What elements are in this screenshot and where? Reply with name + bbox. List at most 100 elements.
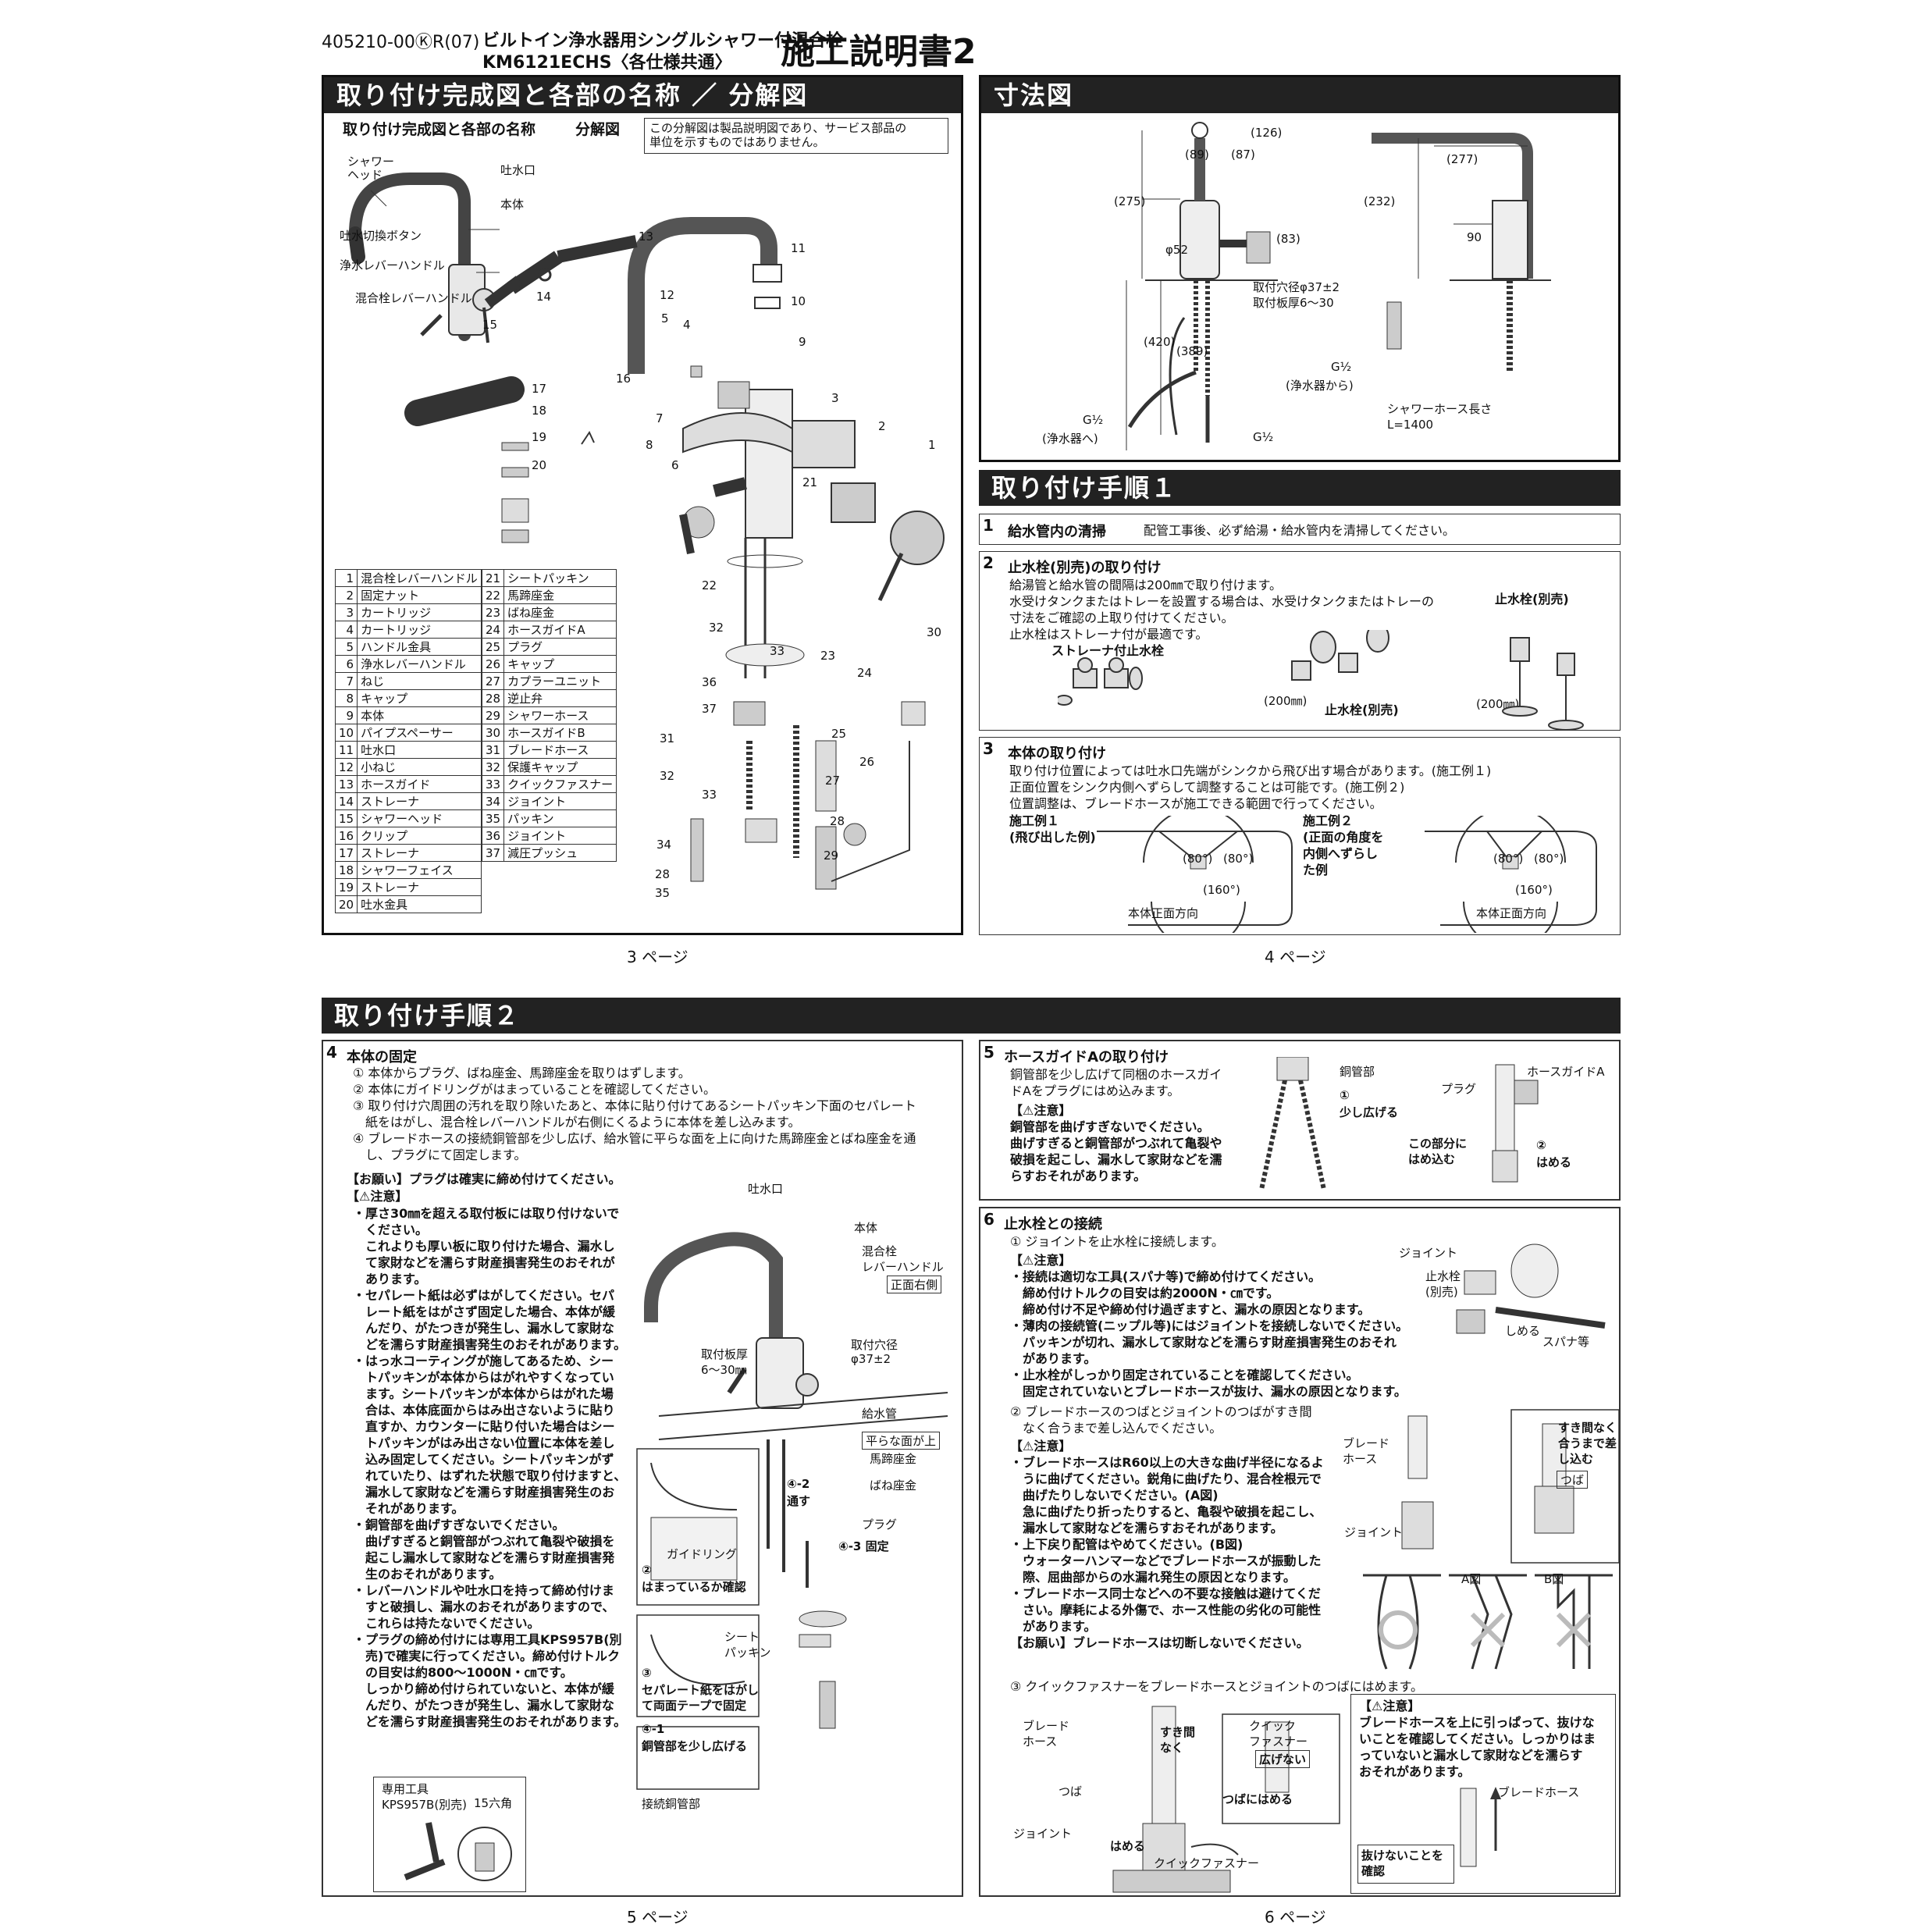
- text-line: 込み固定してください。シートパッキンがず: [353, 1452, 614, 1467]
- part-number: 26: [481, 655, 505, 673]
- text-line: 合は、本体底面からはみ出さないように貼り: [353, 1403, 615, 1418]
- text-line: ・銅管部を曲げすぎないでください。: [353, 1517, 565, 1532]
- part-name: ストレーナ: [357, 878, 482, 896]
- text-line: んだり、がたつきが発生し、漏水して家財な: [353, 1698, 614, 1713]
- callout-28: 28: [830, 814, 845, 828]
- callout-25: 25: [831, 727, 847, 741]
- inset-guide-ring: [636, 1448, 760, 1790]
- text-line: ・セパレート紙は必ずはがしてください。セパ: [353, 1288, 615, 1303]
- callout-7: 7: [656, 411, 664, 425]
- text-line: ・ブレードホースはR60以上の大きな曲げ半径になるよ: [1010, 1455, 1324, 1470]
- text-line: それがあります。: [353, 1501, 464, 1516]
- part-name: 固定ナット: [357, 586, 482, 604]
- callout-27: 27: [825, 774, 841, 788]
- label-shower-head: シャワー ヘッド: [347, 155, 395, 182]
- step-1-box: 1 給水管内の清掃 配管工事後、必ず給湯・給水管内を清掃してください。: [979, 514, 1621, 545]
- callout-13: 13: [639, 229, 654, 244]
- step-2-box: 2 止水栓(別売)の取り付け 給湯管と給水管の間隔は200㎜で取り付けます。 水…: [979, 551, 1621, 731]
- step-3-box: 3 本体の取り付け 取り付け位置によっては吐水口先端がシンクから飛び出す場合があ…: [979, 737, 1621, 935]
- dim-420: (420): [1144, 335, 1176, 349]
- part-number: 20: [334, 895, 358, 913]
- part-number: 9: [334, 706, 358, 724]
- page-3-panel: 取り付け完成図と各部の名称 ／ 分解図 取り付け完成図と各部の名称 分解図 この…: [322, 75, 963, 935]
- text-line: があります。: [1010, 1351, 1097, 1366]
- text-line: ・はっ水コーティングが施してあるため、シー: [353, 1354, 614, 1368]
- part-name: キャップ: [503, 655, 617, 673]
- part-number: 25: [481, 638, 505, 656]
- exploded-drawing: [404, 217, 945, 890]
- callout-32b: 32: [660, 769, 675, 783]
- angle-80-d: (80°): [1534, 852, 1564, 866]
- text-line: て家財などを濡らす財産損害発生のおそれが: [353, 1255, 615, 1270]
- part-name: ばね座金: [503, 603, 617, 621]
- angle-160-b: (160°): [1515, 883, 1553, 897]
- step-6-request: 【お願い】ブレードホースは切断しないでください。: [1010, 1635, 1309, 1650]
- callout-22: 22: [702, 578, 717, 592]
- callout-2: 2: [878, 419, 886, 433]
- page-4-number: 4 ページ: [1265, 948, 1326, 966]
- hose-guide-drawing: [1259, 1057, 1539, 1190]
- part-number: 24: [481, 621, 505, 639]
- dim-83: (83): [1276, 232, 1300, 246]
- part-number: 4: [334, 621, 358, 639]
- callout-3: 3: [831, 391, 839, 405]
- part-name: カプラーユニット: [503, 672, 617, 690]
- part-number: 21: [481, 569, 505, 587]
- text-line: ください。: [353, 1222, 429, 1237]
- bend-figures: [1363, 1574, 1613, 1670]
- part-number: 1: [334, 569, 358, 587]
- do-not-spread-tag: 広げない: [1255, 1750, 1311, 1768]
- callout-34: 34: [656, 838, 672, 852]
- text-line: 生のおそれがあります。: [353, 1567, 502, 1582]
- step-6-box: 6 止水栓との接続 ① ジョイントを止水栓に接続します。 【⚠注意】 ・接続は適…: [979, 1207, 1621, 1897]
- part-name: クイックファスナー: [503, 775, 617, 793]
- part-number: 32: [481, 758, 505, 776]
- page-3-title-bar: 取り付け完成図と各部の名称 ／ 分解図: [324, 77, 961, 113]
- steps-2-title-bar: 取り付け手順２: [322, 998, 1621, 1034]
- part-number: 19: [334, 878, 358, 896]
- text-line: んだり、がたつきが発生し、漏水して家財な: [353, 1321, 614, 1336]
- pull-up-arrow-icon: [1460, 1787, 1501, 1867]
- dim-126: (126): [1251, 126, 1283, 140]
- dim-from: (浄水器から): [1286, 379, 1354, 393]
- text-line: 直すか、カウンターに貼り付いた場合はシー: [353, 1419, 615, 1434]
- part-number: 17: [334, 844, 358, 862]
- callout-6: 6: [671, 458, 679, 472]
- dim-232: (232): [1364, 194, 1396, 208]
- text-line: 際、屈曲部からの水漏れ発生の原因となります。: [1010, 1570, 1296, 1585]
- part-name: パイプスペーサー: [357, 724, 482, 742]
- part-number: 5: [334, 638, 358, 656]
- tsuba-tag: つば: [1557, 1471, 1589, 1489]
- exploded-heading: 分解図: [575, 121, 621, 138]
- text-line: 固定されていないとブレードホースが抜け、漏水の原因となります。: [1010, 1384, 1407, 1399]
- page-3-number: 3 ページ: [627, 948, 688, 966]
- braid-insert-drawing: [1401, 1409, 1620, 1564]
- part-name: 馬蹄座金: [503, 586, 617, 604]
- text-line: ・プラグの締め付けには専用工具KPS957B(別: [353, 1632, 622, 1647]
- callout-24: 24: [857, 666, 873, 680]
- callout-11: 11: [791, 241, 806, 255]
- completion-drawing: [348, 173, 500, 343]
- callout-16: 16: [616, 372, 632, 386]
- part-number: 15: [334, 809, 358, 827]
- part-number: 7: [334, 672, 358, 690]
- callout-12: 12: [660, 288, 675, 302]
- valve-label-a: 止水栓(別売): [1495, 592, 1569, 607]
- part-number: 11: [334, 741, 358, 759]
- part-number: 33: [481, 775, 505, 793]
- text-line: ② 本体にガイドリングがはまっていることを確認してください。: [353, 1082, 717, 1097]
- dim-g3: G½: [1253, 430, 1274, 444]
- exploded-note: この分解図は製品説明図であり、サービス部品の 単位を示すものではありません。: [644, 118, 948, 154]
